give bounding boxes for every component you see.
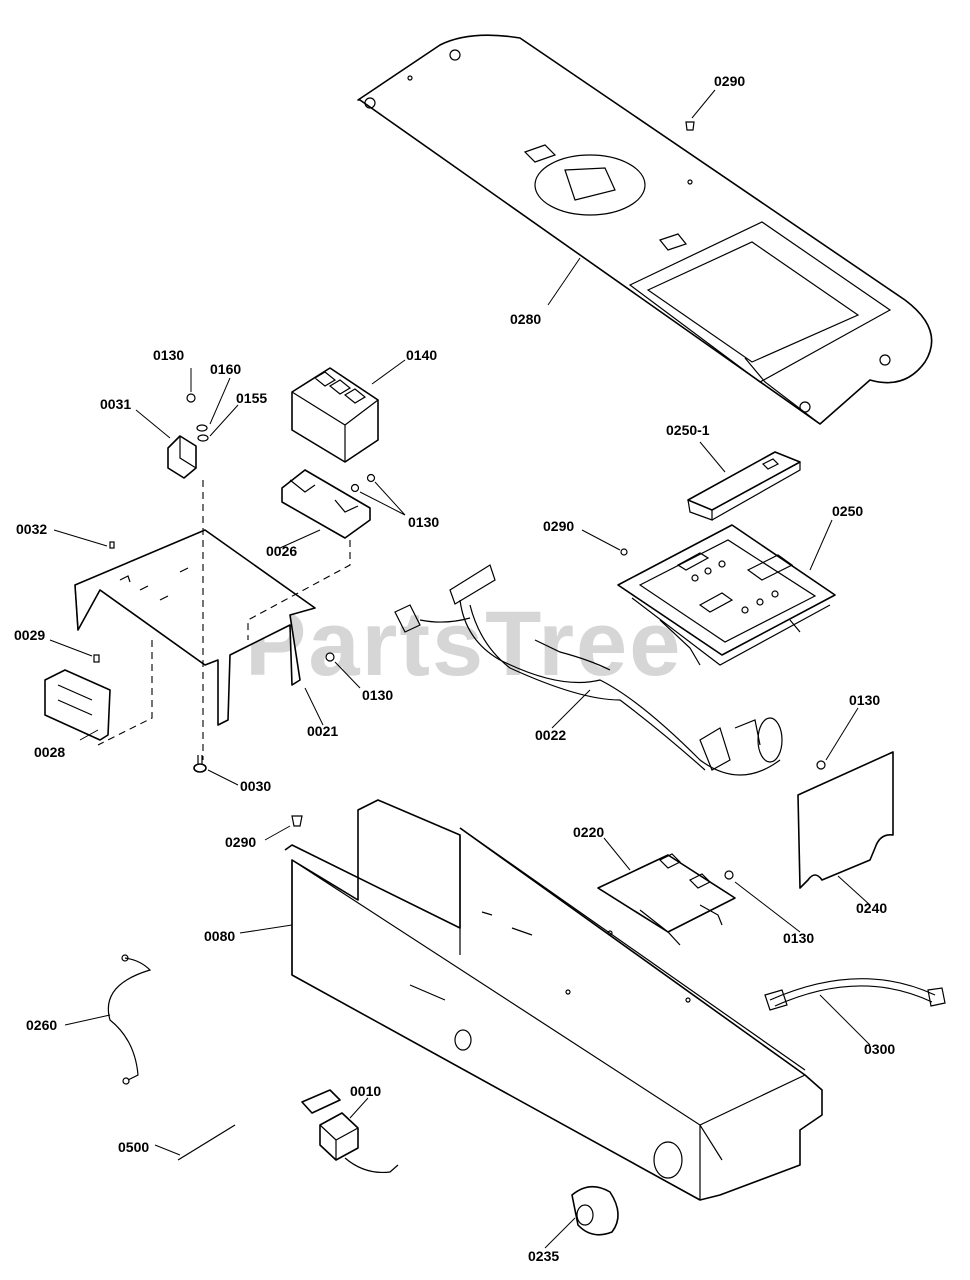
label-0130[interactable]: 0130: [153, 347, 184, 363]
part-0026-relay-bracket[interactable]: [281, 469, 371, 539]
label-0140[interactable]: 0140: [406, 347, 437, 363]
part-0029-clip[interactable]: [93, 654, 100, 663]
part-0130-nut-c[interactable]: [325, 652, 335, 662]
part-0130-nut-e[interactable]: [724, 870, 734, 880]
label-0240[interactable]: 0240: [856, 900, 887, 916]
label-0290[interactable]: 0290: [543, 518, 574, 534]
label-0300[interactable]: 0300: [864, 1041, 895, 1057]
part-0250-control-board[interactable]: [617, 524, 836, 666]
label-0028[interactable]: 0028: [34, 744, 65, 760]
label-0010[interactable]: 0010: [350, 1083, 381, 1099]
part-0160-washer[interactable]: [196, 424, 208, 432]
label-0130[interactable]: 0130: [849, 692, 880, 708]
part-0130-nut-d[interactable]: [816, 760, 826, 770]
part-0022-wire-harness[interactable]: [394, 564, 783, 776]
label-0022[interactable]: 0022: [535, 727, 566, 743]
label-0080[interactable]: 0080: [204, 928, 235, 944]
part-labels: 0290 0280 0130 0160 0140 0031 0155 0250-…: [14, 73, 895, 1264]
part-0235-ferrite-core[interactable]: [571, 1185, 619, 1236]
label-0029[interactable]: 0029: [14, 627, 45, 643]
label-0031[interactable]: 0031: [100, 396, 131, 412]
label-0130[interactable]: 0130: [408, 514, 439, 530]
label-0290[interactable]: 0290: [225, 834, 256, 850]
part-0250-1-strip[interactable]: [687, 451, 801, 521]
part-0240-shield[interactable]: [797, 751, 894, 889]
label-0130[interactable]: 0130: [362, 687, 393, 703]
label-0032[interactable]: 0032: [16, 521, 47, 537]
part-0080-base-housing[interactable]: [284, 799, 823, 1201]
part-0260-sensor-wire[interactable]: [107, 954, 152, 1085]
label-0021[interactable]: 0021: [307, 723, 338, 739]
label-0280[interactable]: 0280: [510, 311, 541, 327]
label-0235[interactable]: 0235: [528, 1248, 559, 1264]
label-0250-1[interactable]: 0250-1: [666, 422, 710, 438]
watermark: PartsTree: [245, 593, 682, 695]
label-0500[interactable]: 0500: [118, 1139, 149, 1155]
part-0280-top-panel[interactable]: [357, 34, 933, 425]
label-0160[interactable]: 0160: [210, 361, 241, 377]
alignment-lines: [97, 480, 351, 760]
part-0290-screw-top[interactable]: [685, 121, 695, 131]
label-0220[interactable]: 0220: [573, 824, 604, 840]
label-0030[interactable]: 0030: [240, 778, 271, 794]
part-0140-contactor[interactable]: [291, 367, 379, 463]
part-0010-transformer[interactable]: [301, 1089, 399, 1174]
label-0260[interactable]: 0260: [26, 1017, 57, 1033]
label-0155[interactable]: 0155: [236, 390, 267, 406]
label-0290[interactable]: 0290: [714, 73, 745, 89]
part-0155-washer[interactable]: [197, 434, 209, 442]
label-0130[interactable]: 0130: [783, 930, 814, 946]
part-0030-bolt[interactable]: [193, 755, 207, 773]
label-0250[interactable]: 0250: [832, 503, 863, 519]
label-0026[interactable]: 0026: [266, 543, 297, 559]
part-0021-chassis-bracket[interactable]: [74, 529, 316, 726]
part-0130-nut-a[interactable]: [186, 393, 196, 403]
part-0500-rod[interactable]: [177, 1124, 236, 1161]
part-0031-bracket[interactable]: [167, 435, 197, 479]
part-0130-nut-b[interactable]: [350, 473, 376, 493]
part-0028-cover[interactable]: [44, 669, 111, 741]
part-0300-cable[interactable]: [764, 978, 946, 1011]
part-0290-screw-c[interactable]: [291, 815, 303, 827]
part-0220-circuit-board[interactable]: [597, 853, 736, 946]
leader-lines: [49, 89, 871, 1249]
part-0032-screw[interactable]: [109, 541, 115, 549]
part-0290-screw-b[interactable]: [620, 548, 628, 556]
